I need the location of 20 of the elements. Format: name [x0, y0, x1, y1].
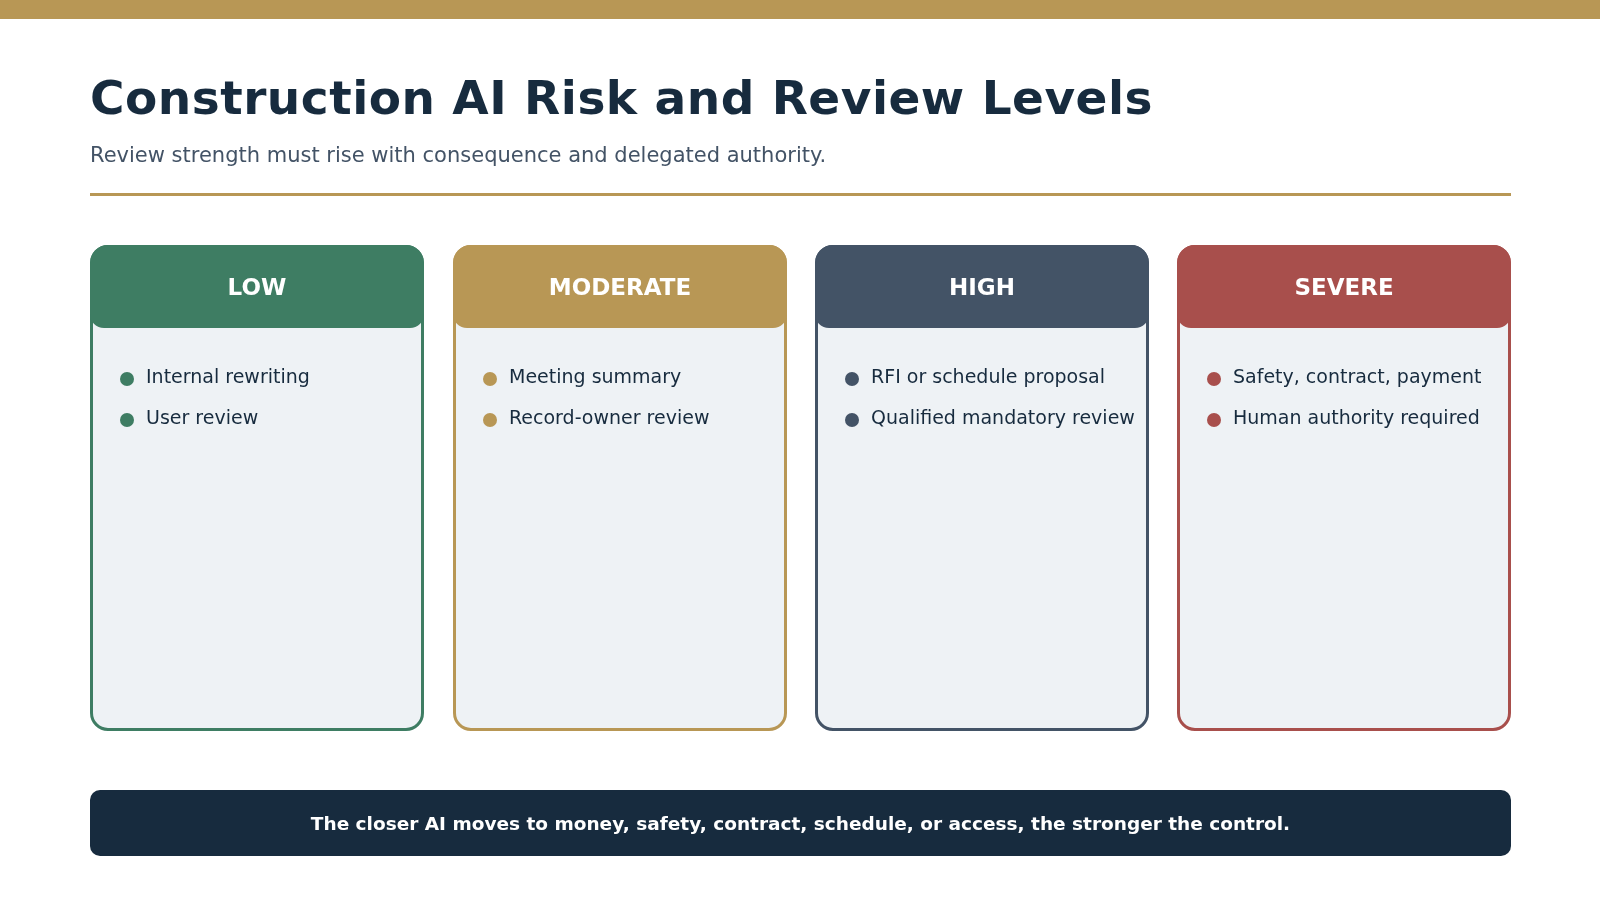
- risk-level-card: [1177, 245, 1511, 731]
- risk-level-card: [453, 245, 787, 731]
- summary-banner: [90, 790, 1511, 856]
- bullet-text: Qualified mandatory review: [871, 405, 1135, 430]
- risk-level-card: [815, 245, 1149, 731]
- level-heading: HIGH: [949, 273, 1015, 300]
- risk-level-card: [90, 245, 424, 731]
- banner-text: The closer AI moves to money, safety, contract, schedule, or access, the stronger the control.: [310, 812, 1291, 834]
- bullet-text: Human authority required: [1233, 405, 1480, 430]
- title: Construction AI Risk and Review Levels: [90, 70, 1154, 125]
- bullet-text: Meeting summary: [509, 364, 682, 389]
- bullet-text: Internal rewriting: [146, 364, 310, 389]
- bullet-text: User review: [146, 405, 259, 430]
- bullet-text: Safety, contract, payment: [1233, 364, 1482, 389]
- bullet-text: Record-owner review: [509, 405, 710, 430]
- level-heading: MODERATE: [548, 273, 692, 300]
- subtitle: Review strength must rise with consequence and delegated authority.: [90, 143, 827, 167]
- level-heading: LOW: [227, 273, 287, 300]
- level-heading: SEVERE: [1294, 273, 1394, 300]
- bullet-text: RFI or schedule proposal: [871, 364, 1106, 389]
